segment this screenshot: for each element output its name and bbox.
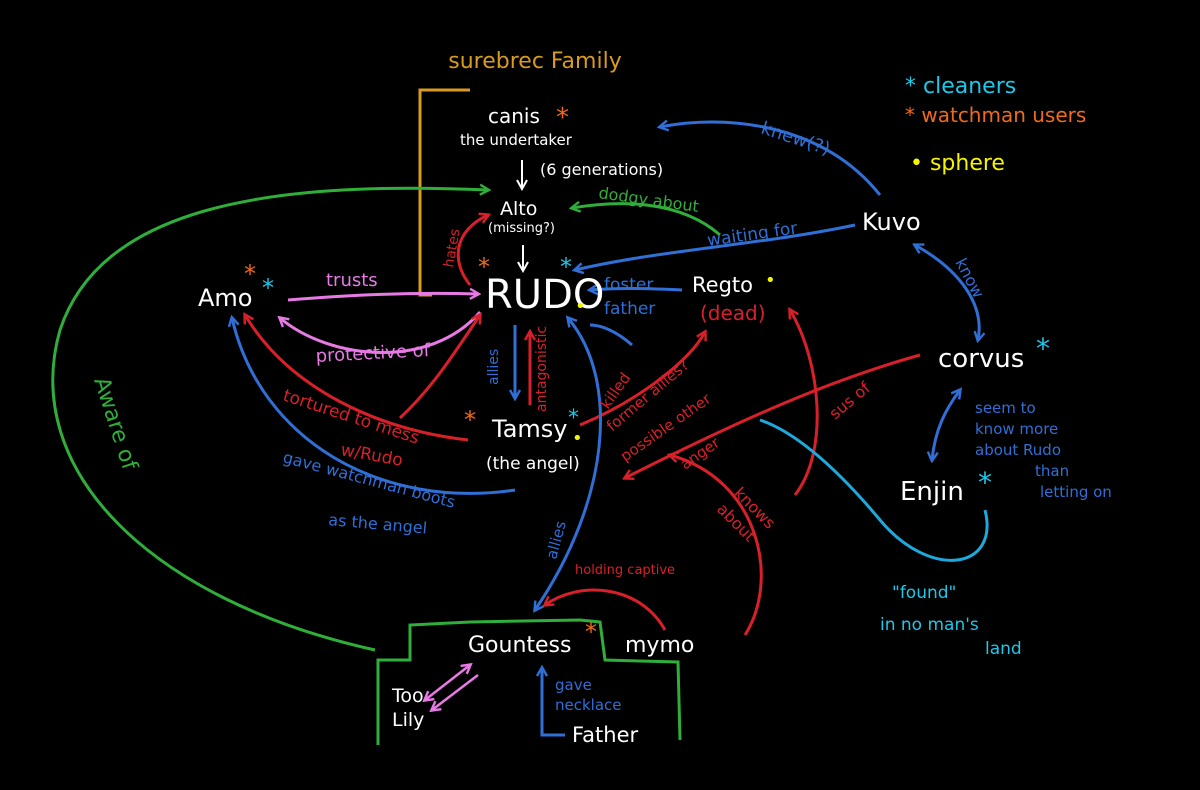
- label-gave-necklace-1: gave: [555, 676, 592, 694]
- node-father: Father: [572, 723, 638, 747]
- edge-gountess-rudo: [535, 318, 602, 610]
- node-regto: Regto: [692, 273, 753, 297]
- edge-rudo-alto-hates: [456, 215, 488, 286]
- node-alto: Alto: [500, 198, 537, 220]
- sphere-marker-rudo: •: [575, 296, 586, 317]
- edge-tamsy-rudo-red: [398, 315, 480, 420]
- node-too-lily-1: Too: [391, 685, 424, 707]
- node-too-lily-2: Lily: [392, 709, 424, 731]
- node-alto-sub: (missing?): [488, 221, 555, 236]
- watchman-marker-rudo: *: [478, 253, 490, 281]
- node-canis-sub: the undertaker: [460, 131, 573, 149]
- edge-corvus-regto: [790, 310, 819, 496]
- label-knew: knew(?): [758, 118, 832, 160]
- edge-regto-rudo-tail: [589, 323, 633, 347]
- label-foster-2: father: [604, 299, 655, 319]
- edge-regto-rudo: [590, 289, 683, 291]
- gountess-bracket: [376, 618, 682, 745]
- label-hates: hates: [441, 228, 464, 269]
- watchman-marker-canis: *: [556, 103, 569, 133]
- node-corvus: corvus: [938, 344, 1024, 374]
- edge-mymo-gountess: [545, 588, 667, 631]
- label-trusts: trusts: [326, 270, 378, 291]
- legend-sphere: • sphere: [910, 151, 1005, 176]
- watchman-marker-gountess: *: [585, 618, 597, 646]
- label-holding-captive: holding captive: [575, 563, 675, 578]
- node-tamsy-sub: (the angel): [486, 454, 580, 474]
- label-gave-boots-2: as the angel: [328, 510, 428, 538]
- node-amo: Amo: [198, 284, 252, 312]
- cleaner-marker-tamsy: *: [568, 406, 579, 431]
- label-foster-1: foster: [604, 275, 653, 295]
- node-canis: canis: [488, 104, 540, 128]
- node-gountess: Gountess: [468, 633, 571, 658]
- label-allies-rudo-tamsy: allies: [486, 349, 502, 385]
- label-seem-4: than: [1035, 462, 1069, 480]
- label-found-2: in no man's: [880, 615, 979, 635]
- edge-amo-rudo-trusts: [287, 293, 478, 302]
- label-found-1: "found": [892, 583, 956, 603]
- label-waiting-for: waiting for: [706, 219, 799, 251]
- cleaner-marker-rudo: *: [560, 253, 572, 281]
- family-label: surebrec Family: [448, 49, 621, 74]
- legend-cleaners: * cleaners: [905, 74, 1016, 99]
- legend-watchman-users: * watchman users: [905, 103, 1086, 127]
- edge-toolily-gountess-2: [432, 674, 479, 710]
- edge-rudo-amo-protective: [280, 311, 482, 354]
- edge-kuvo-rudo: [575, 223, 856, 270]
- label-dodgy-about: dodgy about: [597, 183, 700, 216]
- label-seem-2: know more: [975, 420, 1058, 438]
- edge-mymo-tamsy: [670, 455, 763, 636]
- edge-father-gountess: [542, 668, 565, 737]
- cleaner-marker-enjin: *: [978, 466, 992, 499]
- edge-kuvo-corvus: [915, 245, 979, 340]
- label-found-3: land: [985, 639, 1022, 659]
- edge-kuvo-canis: [660, 122, 882, 196]
- label-seem-5: letting on: [1040, 483, 1112, 501]
- label-gave-necklace-2: necklace: [555, 696, 622, 714]
- sphere-marker-regto: •: [765, 270, 776, 291]
- edge-gave-boots: [232, 318, 516, 495]
- cleaner-marker-corvus: *: [1036, 332, 1050, 365]
- label-seem-1: seem to: [975, 399, 1036, 417]
- sphere-marker-tamsy: •: [572, 428, 583, 449]
- edge-kuvo-alto: [572, 204, 721, 237]
- label-antagonistic: antagonistic: [534, 326, 550, 412]
- edge-aware-of: [51, 188, 488, 652]
- edge-corvus-enjin: [932, 390, 960, 460]
- family-bracket: [418, 88, 470, 297]
- node-kuvo: Kuvo: [862, 208, 921, 236]
- node-rudo: RUDO: [485, 272, 604, 318]
- edge-enjin-found: [759, 418, 989, 562]
- label-aware-of: Aware of: [88, 374, 142, 474]
- watchman-marker-tamsy: *: [464, 406, 476, 434]
- edge-toolily-gountess: [425, 665, 470, 700]
- node-enjin: Enjin: [900, 477, 964, 507]
- cleaner-marker-amo: *: [262, 274, 274, 302]
- node-tamsy: Tamsy: [491, 415, 567, 443]
- generations-label: (6 generations): [540, 160, 663, 179]
- node-mymo: mymo: [625, 633, 694, 658]
- label-seem-3: about Rudo: [975, 441, 1061, 459]
- node-regto-sub: (dead): [700, 301, 766, 325]
- edge-tamsy-amo: [245, 315, 469, 442]
- watchman-marker-amo: *: [244, 260, 256, 288]
